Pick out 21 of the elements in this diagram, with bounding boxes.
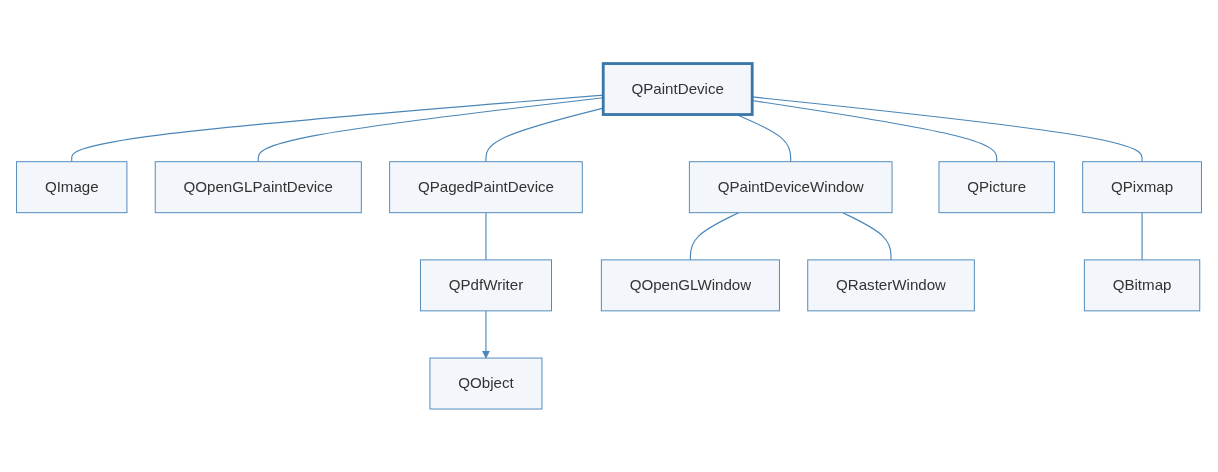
node-box — [419, 259, 552, 312]
node-box — [1083, 259, 1201, 312]
node-box — [16, 160, 128, 213]
connector — [485, 211, 487, 261]
node-box — [938, 160, 1055, 213]
node-box — [601, 61, 754, 116]
connector — [689, 211, 740, 261]
node-box — [688, 160, 893, 213]
connector — [1141, 211, 1143, 261]
connector — [71, 94, 604, 162]
node-box — [807, 259, 975, 312]
node-box — [1082, 160, 1202, 213]
connector — [485, 107, 604, 162]
node-box — [154, 160, 362, 213]
class-hierarchy-diagram: QPaintDevice QImage QOpenGLPaintDevice QPagedPaintDevice QPaintDeviceWindow QPicture QPixmap QPdfWriter QOpenGLWindow QRasterWindow QBitmap QObject — [9, 55, 1209, 417]
node-box — [389, 160, 583, 213]
node-box — [600, 259, 780, 312]
arrow — [481, 310, 491, 359]
connector — [257, 96, 604, 162]
connector — [842, 211, 892, 261]
node-box — [429, 357, 543, 410]
